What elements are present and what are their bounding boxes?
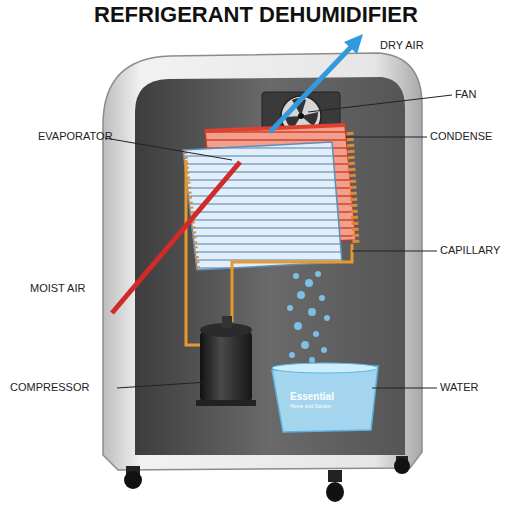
- part-label: DRY AIR: [380, 40, 424, 51]
- refrigerant-pipes: [186, 160, 352, 345]
- compressor-symbol: [196, 316, 256, 406]
- diagram-title: REFRIGERANT DEHUMIDIFIER: [0, 4, 512, 26]
- watermark: Essential: [290, 392, 334, 402]
- part-label: MOIST AIR: [30, 283, 85, 294]
- part-label: CONDENSE: [430, 131, 492, 142]
- part-label: CAPILLARY: [440, 245, 500, 256]
- part-label: EVAPORATOR: [38, 131, 113, 142]
- housing: [103, 53, 422, 470]
- water-droplets: [287, 271, 330, 363]
- part-label: FAN: [455, 89, 476, 100]
- evaporator-coil: [183, 142, 342, 270]
- dry-air-arrow: [270, 34, 363, 132]
- leader-lines: [105, 95, 452, 388]
- part-label: WATER: [440, 382, 479, 393]
- housing-cavity: [135, 77, 405, 455]
- part-label: COMPRESSOR: [10, 382, 89, 393]
- water-bucket: [272, 363, 378, 432]
- watermark: Home and Garden: [290, 404, 331, 409]
- caster-wheels: [124, 456, 410, 502]
- moist-air-arrow: [112, 162, 240, 313]
